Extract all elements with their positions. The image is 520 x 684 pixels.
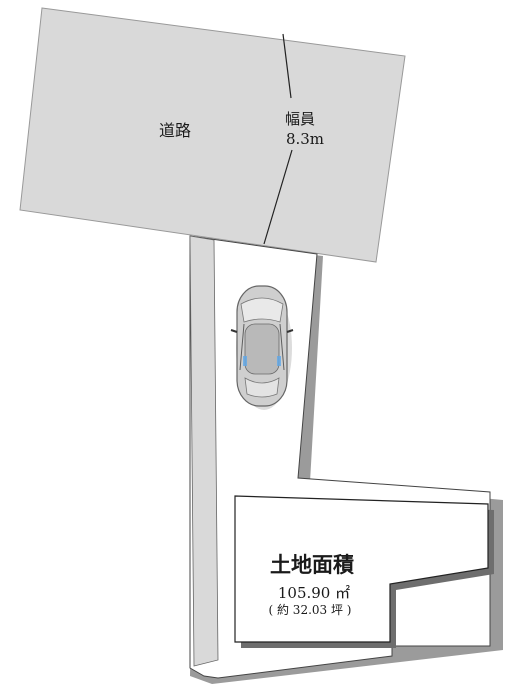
- land-area-tsubo: ( 約 32.03 坪 ): [269, 602, 352, 617]
- car-top-view-icon: [230, 285, 294, 410]
- road-width-label: 幅員: [285, 110, 315, 128]
- road-width-value: 8.3m: [286, 130, 324, 148]
- road-area: [19, 7, 406, 263]
- road-width-line: [263, 33, 293, 245]
- lot-edge-strip: [189, 235, 219, 667]
- building-footprint: [234, 495, 494, 648]
- road-label: 道路: [159, 121, 191, 140]
- land-area-sqm: 105.90 ㎡: [278, 584, 350, 602]
- land-area-title: 土地面積: [270, 552, 355, 577]
